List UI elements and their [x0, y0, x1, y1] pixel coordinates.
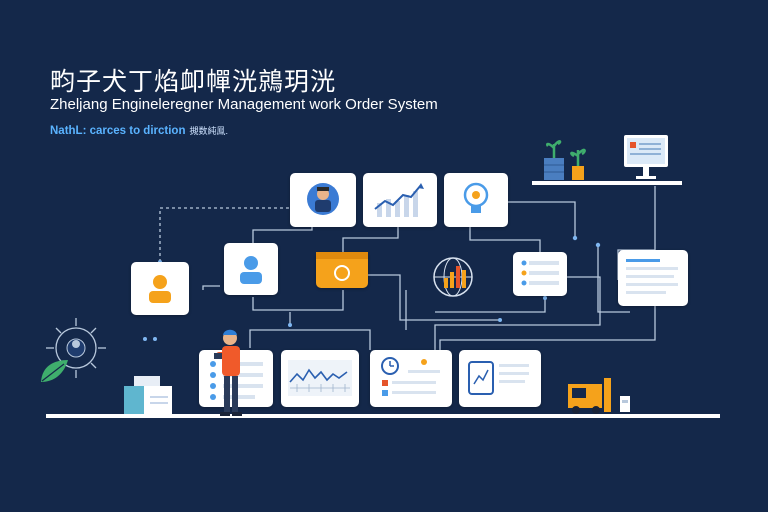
document-card[interactable]: [618, 250, 688, 306]
analytics-globe-icon: [433, 257, 473, 297]
schedule-card[interactable]: [370, 350, 452, 407]
user-icon: [240, 256, 262, 284]
waveform-icon: [288, 360, 352, 396]
page-title-chinese: 畇子犬丁焰卹幝洸鶁玥洸: [50, 67, 337, 96]
printer-box-illustration: [124, 376, 172, 414]
lightbulb-icon: [463, 182, 489, 213]
clock-icon: [381, 357, 440, 396]
mobile-report-card[interactable]: [459, 350, 541, 407]
growth-chart-card[interactable]: [363, 173, 437, 227]
person-icon: [307, 183, 339, 215]
monitor-illustration: [624, 135, 668, 179]
waveform-card[interactable]: [281, 350, 359, 407]
idea-card[interactable]: [444, 173, 508, 227]
page-title-english: Zheljang Engineleregner Management work …: [50, 96, 438, 113]
checklist-icon: [210, 361, 263, 400]
settings-list-card[interactable]: [513, 252, 567, 296]
user-orange-card[interactable]: [131, 262, 189, 315]
line-chart-icon: [374, 183, 424, 217]
browser-icon: [316, 252, 368, 281]
document-icon: [626, 259, 678, 294]
leaf-icon: [41, 360, 68, 382]
engineer-person-illustration: [214, 329, 242, 416]
list-icon: [521, 260, 559, 286]
tagline-chinese: 摫数純鳯.: [189, 126, 228, 136]
browser-window-card[interactable]: [316, 252, 368, 288]
forklift-illustration: [568, 378, 630, 414]
tagline-text: NathL: carces to dirction: [50, 125, 186, 137]
tablet-icon: [468, 361, 529, 395]
user-blue-card[interactable]: [224, 243, 278, 295]
person-manager-card[interactable]: [290, 173, 356, 227]
plant-pots: [544, 140, 586, 180]
user-icon: [149, 275, 171, 303]
gear-globe-illustration: [46, 318, 106, 378]
